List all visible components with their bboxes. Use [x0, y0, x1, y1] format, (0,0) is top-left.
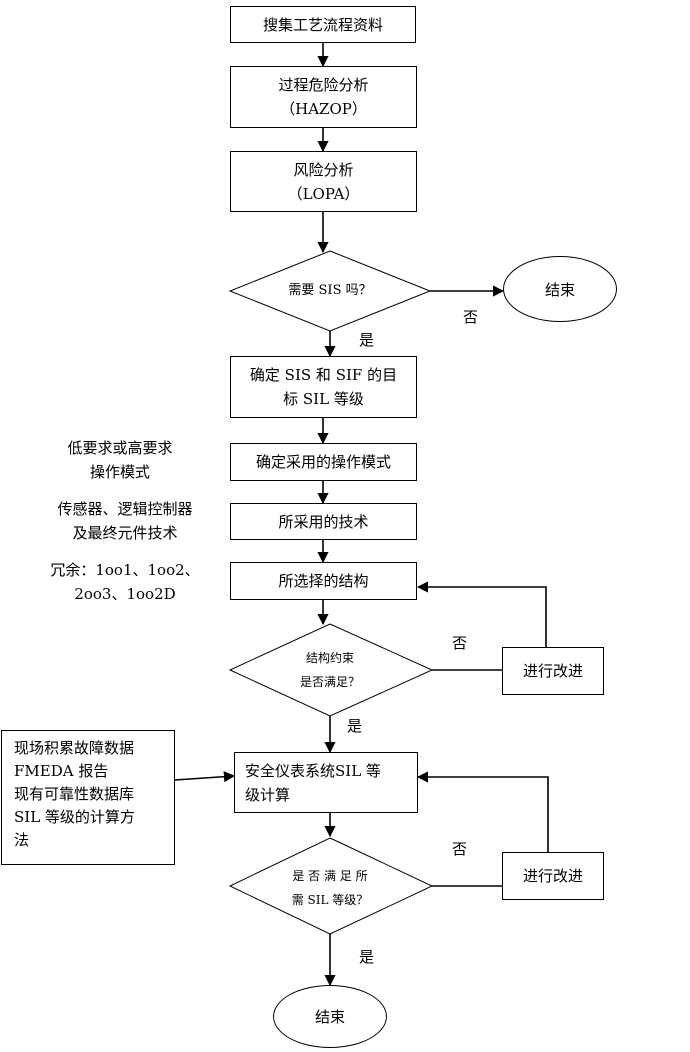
decision-sil-satisfied-text: 是 否 满 足 所 需 SIL 等级？	[291, 869, 369, 907]
edge-label-no-sil: 否	[452, 840, 468, 858]
end-terminal-bottom: 结束	[273, 985, 387, 1048]
sil-calculation-step: 安全仪表系统SIL 等 级计算	[234, 752, 418, 813]
input-item: 现有可靠性数据库	[14, 785, 135, 803]
determine-operation-mode-step: 确定采用的操作模式	[230, 443, 417, 481]
edge-label-yes-need-sis: 是	[359, 331, 375, 349]
decision-structure-constraint-text: 结构约束 是否满足？	[299, 651, 360, 689]
edge-label-no-constraint: 否	[452, 634, 468, 652]
decision-need-sis	[228, 250, 432, 332]
decision-sil-satisfied	[228, 837, 434, 935]
adopted-technology-step: 所采用的技术	[230, 503, 417, 540]
determine-sil-target-step: 确定 SIS 和 SIF 的目 标 SIL 等级	[230, 356, 417, 418]
edge-inputs-calc	[174, 771, 236, 783]
input-item: 法	[14, 831, 30, 849]
hazop-step: 过程危险分析 （HAZOP）	[230, 66, 417, 128]
edge-label-yes-constraint: 是	[347, 717, 363, 735]
edge-improve-calc	[416, 771, 549, 852]
collect-process-data-step: 搜集工艺流程资料	[230, 6, 416, 43]
decision-need-sis-text: 需要 SIS 吗？	[288, 283, 372, 298]
improve-step-architecture: 进行改进	[502, 647, 604, 695]
edge-label-yes-sil: 是	[359, 948, 375, 966]
improve-step-sil: 进行改进	[502, 852, 604, 900]
edge-label-no-need-sis: 否	[463, 308, 479, 326]
end-terminal-top: 结束	[503, 256, 617, 322]
lopa-step: 风险分析 （LOPA）	[230, 151, 417, 212]
input-item: FMEDA 报告	[14, 762, 109, 780]
selected-architecture-step: 所选择的结构	[230, 562, 417, 600]
input-item: SIL 等级的计算方	[14, 808, 135, 826]
note-redundancy: 冗余：1oo1、1oo2、 2oo3、1oo2D	[50, 561, 200, 603]
failure-data-inputs: 现场积累故障数据 FMEDA 报告 现有可靠性数据库 SIL 等级的计算方 法	[1, 730, 175, 865]
edge-improve-arch	[416, 581, 547, 647]
note-operation-mode: 低要求或高要求 操作模式	[67, 439, 173, 481]
decision-structure-constraint	[228, 623, 434, 717]
input-item: 现场积累故障数据	[14, 739, 135, 757]
note-technology: 传感器、逻辑控制器 及最终元件技术	[57, 500, 193, 542]
